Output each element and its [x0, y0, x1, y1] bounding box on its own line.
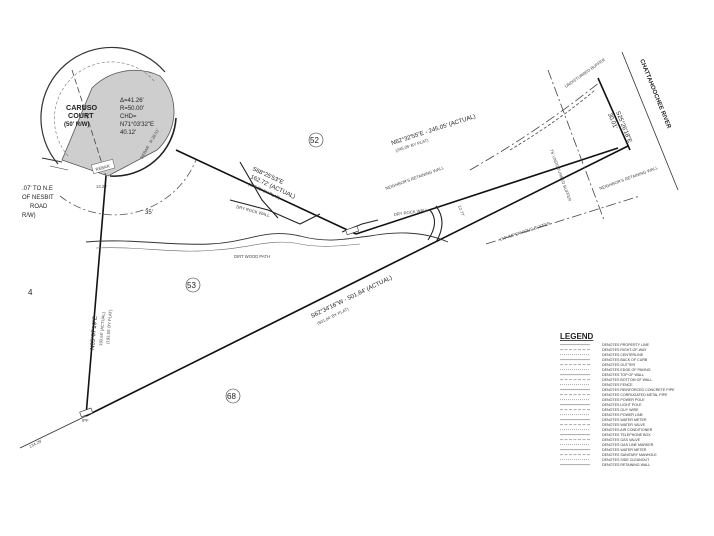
- lot-left-label: 4: [28, 288, 33, 297]
- curve-chord-bearing: N71°03'32"E: [120, 122, 154, 128]
- left-note-2: OF NESBIT: [22, 195, 54, 201]
- legend-item-label: DENOTES SANITARY MANHOLE: [602, 453, 657, 457]
- legend-item-label: DENOTES GUY WIRE: [602, 408, 639, 412]
- legend-item-label: DENOTES EDGE OF PAVING: [602, 368, 651, 372]
- east-property-line: [597, 77, 631, 151]
- court-centerline: [71, 69, 107, 177]
- legend-title: LEGEND: [560, 332, 594, 341]
- rock-deck-1: [427, 209, 436, 241]
- lot-53-label: 53: [187, 281, 196, 290]
- legend-item-label: DENOTES RETAINING WALL: [602, 463, 650, 467]
- cul-de-sac-group: CARUSO COURT (50' R/W) Δ=41.26' R=50.00'…: [40, 46, 177, 177]
- legend-item-label: DENOTES GUTTER: [602, 363, 636, 367]
- court-row-label: (50' R/W): [64, 122, 89, 128]
- lot-52-circle: [308, 132, 324, 148]
- rebar-tag-a: REBAR: [95, 163, 110, 172]
- west-line-plat: (193.55' BY PLAT): [105, 309, 113, 344]
- curve-chord-label: CHD=: [120, 114, 137, 120]
- iron-pin-marker-south: [79, 407, 94, 418]
- northeast-property-line: [355, 147, 619, 235]
- lot-68-circle: [225, 388, 241, 404]
- pin-tag-label: IPF: [82, 418, 89, 423]
- rebar-tag-box: [91, 158, 116, 174]
- wood-deck-label: DRY ROCK WALL: [393, 207, 428, 217]
- dirt-wood-path-upper: [85, 232, 449, 245]
- undisturbed-curve: [509, 89, 596, 151]
- legend-item-label: DENOTES RIGHT-OF-WAY: [602, 348, 647, 352]
- road-edge-line: [621, 51, 679, 191]
- legend-item-label: DENOTES GAS VALVE: [602, 438, 641, 442]
- iron-pin-marker-north: [345, 225, 360, 236]
- west-line-bearing: N05°07'19"E: [90, 316, 99, 350]
- dirt-path-label: DIRT WOOD PATH: [234, 254, 270, 259]
- left-note-1: .07' TO N.E: [22, 186, 53, 192]
- east-line-distance: 30.01': [606, 113, 618, 130]
- left-note-4: R/W): [22, 213, 36, 219]
- legend-item-label: DENOTES WATER METER: [602, 418, 647, 422]
- rock-wall-2: [229, 199, 321, 225]
- legend-item-label: DENOTES BOTTOM OF WALL: [602, 378, 652, 382]
- legend-item-label: DENOTES TOP OF WALL: [602, 373, 644, 377]
- west-property-line: [85, 175, 107, 417]
- legend-item-label: DENOTES SIDE CLEANOUT: [602, 458, 650, 462]
- ipf-label: 12.77': [457, 205, 466, 217]
- property-lines: [85, 77, 631, 417]
- lot-52-label: 52: [310, 136, 319, 145]
- legend-item-label: DENOTES POWER POLE: [602, 398, 645, 402]
- setback-label: 35': [145, 210, 153, 216]
- west-line-distance: 193.55' (ACTUAL): [98, 311, 106, 346]
- court-row-line: [41, 157, 63, 163]
- lot-numbers: 52 53 68 4: [28, 132, 324, 404]
- legend-item-label: DENOTES CENTERLINE: [602, 353, 644, 357]
- cul-de-sac-row-arc-front: [109, 117, 177, 177]
- cul-de-sac-row-arc-outer: [40, 46, 166, 165]
- south-line-extension: [19, 415, 87, 449]
- left-note-3: ROAD: [30, 204, 48, 210]
- buffer-line-upper: [547, 69, 605, 221]
- buffer-lines: [469, 69, 641, 245]
- left-dist-label: 13.28': [96, 184, 107, 189]
- legend-item-label: DENOTES POWER LINE: [602, 413, 644, 417]
- legend-item-label: DENOTES FENCE: [602, 383, 633, 387]
- north-property-line: [175, 149, 357, 235]
- legend-item-label: DENOTES REINFORCED CONCRETE PIPE: [602, 388, 675, 392]
- rock-wall-features: [229, 161, 443, 243]
- legend-item-label: DENOTES WATER VALVE: [602, 423, 646, 427]
- curve-chord-length: 40.12': [120, 130, 136, 136]
- south-extension-label: 134.29': [28, 438, 43, 449]
- legend-item-label: DENOTES BACK OF CURB: [602, 358, 648, 362]
- legend-item-label: DENOTES LIGHT POLE: [602, 403, 642, 407]
- buffer-line-lower: [485, 195, 641, 245]
- rebar-tag-b: REBAR: [139, 145, 151, 160]
- cul-de-sac-inner-arc: [54, 61, 156, 157]
- legend-item-label: DENOTES WATER METER: [602, 448, 647, 452]
- lot-68-label: 68: [227, 392, 236, 401]
- buffer-curve: [469, 81, 601, 171]
- left-notes: .07' TO N.E OF NESBIT ROAD R/W): [22, 186, 54, 219]
- legend-item-label: DENOTES TELEPHONE BOX: [602, 433, 651, 437]
- lot-53-circle: [185, 277, 201, 293]
- court-name-label-2: COURT: [68, 111, 94, 120]
- court-row-line-2: [49, 165, 69, 171]
- legend-item-label: DENOTES GAS LINE MARKER: [602, 443, 654, 447]
- court-name-label: CARUSO: [66, 103, 98, 112]
- south-property-line: [85, 145, 629, 417]
- dirt-wood-path-lower: [95, 241, 361, 252]
- cul-de-sac-hatch: [61, 69, 175, 177]
- legend-item-label: DENOTES CORRUGATED METAL PIPE: [602, 393, 668, 397]
- rock-deck-2: [435, 205, 443, 243]
- legend-item-label: DENOTES PROPERTY LINE: [602, 343, 650, 347]
- curve-delta: Δ=41.26': [120, 98, 144, 104]
- curve-radius: R=50.00': [120, 106, 144, 112]
- setback-arc: [59, 159, 197, 216]
- legend-item-label: DENOTES AIR CONDITIONER: [602, 428, 653, 432]
